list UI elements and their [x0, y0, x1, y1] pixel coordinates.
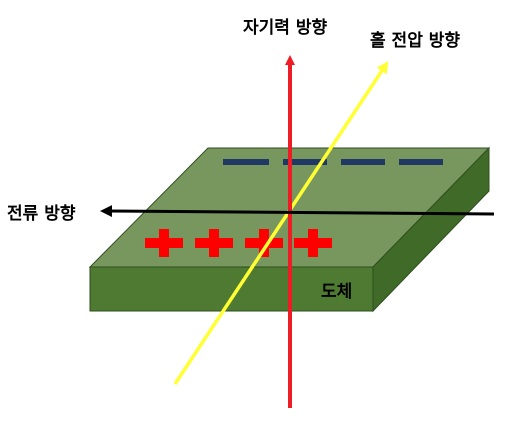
- hall-voltage-label: 홀 전압 방향: [370, 30, 460, 51]
- negative-charges: [223, 159, 443, 165]
- magnetic-force-label: 자기력 방향: [243, 17, 327, 38]
- minus-sign-icon: [341, 159, 385, 165]
- minus-sign-icon: [283, 159, 327, 165]
- plus-sign-icon: [245, 229, 283, 257]
- slab-side-face: [372, 146, 490, 313]
- current-arrow: [100, 205, 495, 218]
- minus-sign-icon: [223, 159, 269, 165]
- plus-sign-icon: [294, 229, 332, 257]
- plus-sign-icon: [145, 229, 183, 257]
- plus-sign-icon: [195, 229, 233, 257]
- current-label: 전류 방향: [7, 203, 76, 224]
- hall-voltage-arrow: [173, 60, 389, 385]
- minus-sign-icon: [399, 159, 443, 165]
- conductor-label: 도체: [321, 282, 352, 302]
- positive-charges: [145, 229, 332, 257]
